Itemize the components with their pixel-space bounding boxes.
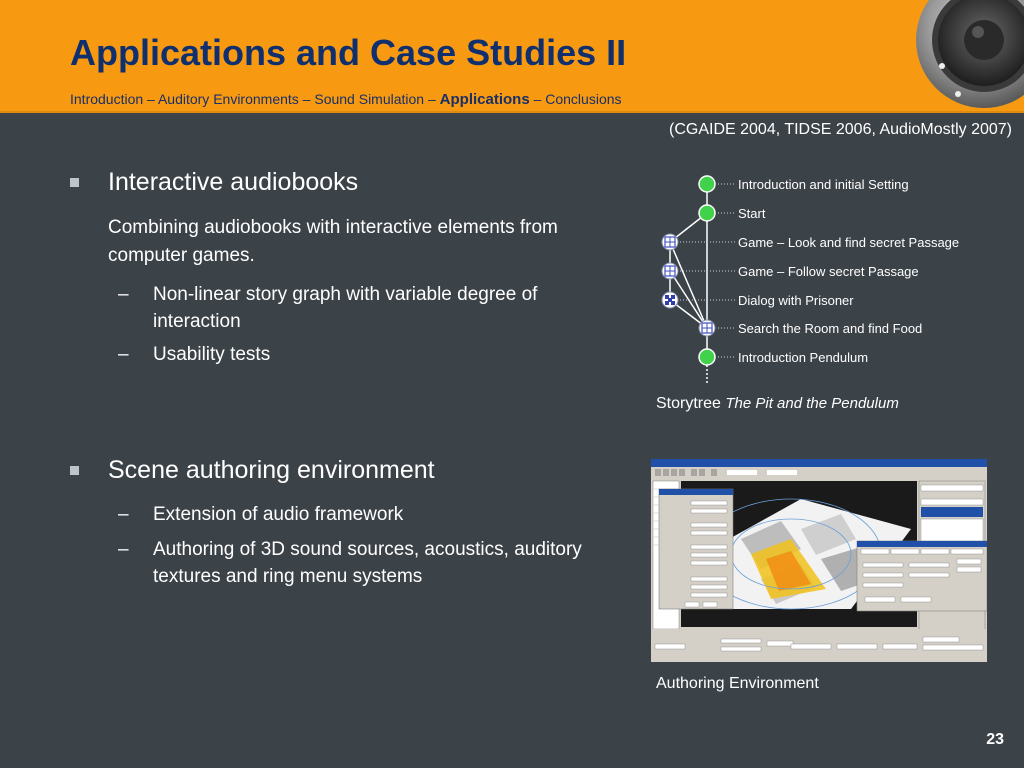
- breadcrumb-current: Applications: [439, 91, 530, 108]
- sub-bullet-text: Extension of audio framework: [153, 504, 404, 525]
- authoring-caption: Authoring Environment: [656, 675, 819, 692]
- header-bar: [0, 0, 1024, 111]
- sub-bullet-text: Authoring of 3D sound sources, acoustics…: [153, 539, 582, 587]
- bullet-square: [70, 466, 79, 475]
- breadcrumb: Introduction – Auditory Environments – S…: [70, 91, 622, 108]
- story-node-game: [661, 233, 679, 251]
- bullet-square: [70, 178, 79, 187]
- sub-bullet-dash: –: [118, 284, 129, 305]
- story-node-game: [661, 262, 679, 280]
- breadcrumb-after: – Conclusions: [529, 91, 622, 107]
- caption-prefix: Storytree: [656, 395, 721, 412]
- caption-title: The Pit and the Pendulum: [725, 395, 899, 412]
- story-node-label: Start: [738, 206, 766, 221]
- story-node-label: Dialog with Prisoner: [738, 293, 854, 308]
- authoring-screenshot: [651, 459, 987, 662]
- story-node-green: [698, 175, 716, 193]
- sub-bullet-dash: –: [118, 504, 129, 525]
- story-node-game: [698, 319, 716, 337]
- bullet-title: Scene authoring environment: [108, 456, 435, 484]
- story-node-label: Game – Follow secret Passage: [738, 264, 919, 279]
- story-node-label: Search the Room and find Food: [738, 321, 923, 336]
- sub-bullet-text: Non-linear story graph with variable deg…: [153, 284, 538, 332]
- sub-bullet-text: Usability tests: [153, 344, 271, 365]
- story-node-label: Game – Look and find secret Passage: [738, 235, 960, 250]
- citation: (CGAIDE 2004, TIDSE 2006, AudioMostly 20…: [669, 121, 1012, 138]
- bullet-title: Interactive audiobooks: [108, 168, 359, 196]
- slide-title: Applications and Case Studies II: [70, 32, 627, 73]
- story-node-green: [698, 348, 716, 366]
- storytree-diagram: [661, 175, 736, 384]
- story-node-label: Introduction Pendulum: [738, 350, 869, 365]
- bullet-description: Combining audiobooks with interactive el…: [108, 217, 558, 266]
- story-node-dialog: [661, 291, 679, 309]
- story-node-green: [698, 204, 716, 222]
- story-node-label: Introduction and initial Setting: [738, 177, 909, 192]
- speaker-icon: [916, 0, 1024, 108]
- sub-bullet-dash: –: [118, 539, 129, 560]
- storytree-caption: Storytree The Pit and the Pendulum: [656, 395, 899, 413]
- page-number: 23: [986, 731, 1004, 748]
- breadcrumb-before: Introduction – Auditory Environments – S…: [70, 91, 440, 107]
- authoring-screenshot-image: [651, 459, 987, 662]
- header-divider: [0, 111, 1024, 113]
- sub-bullet-dash: –: [118, 344, 129, 365]
